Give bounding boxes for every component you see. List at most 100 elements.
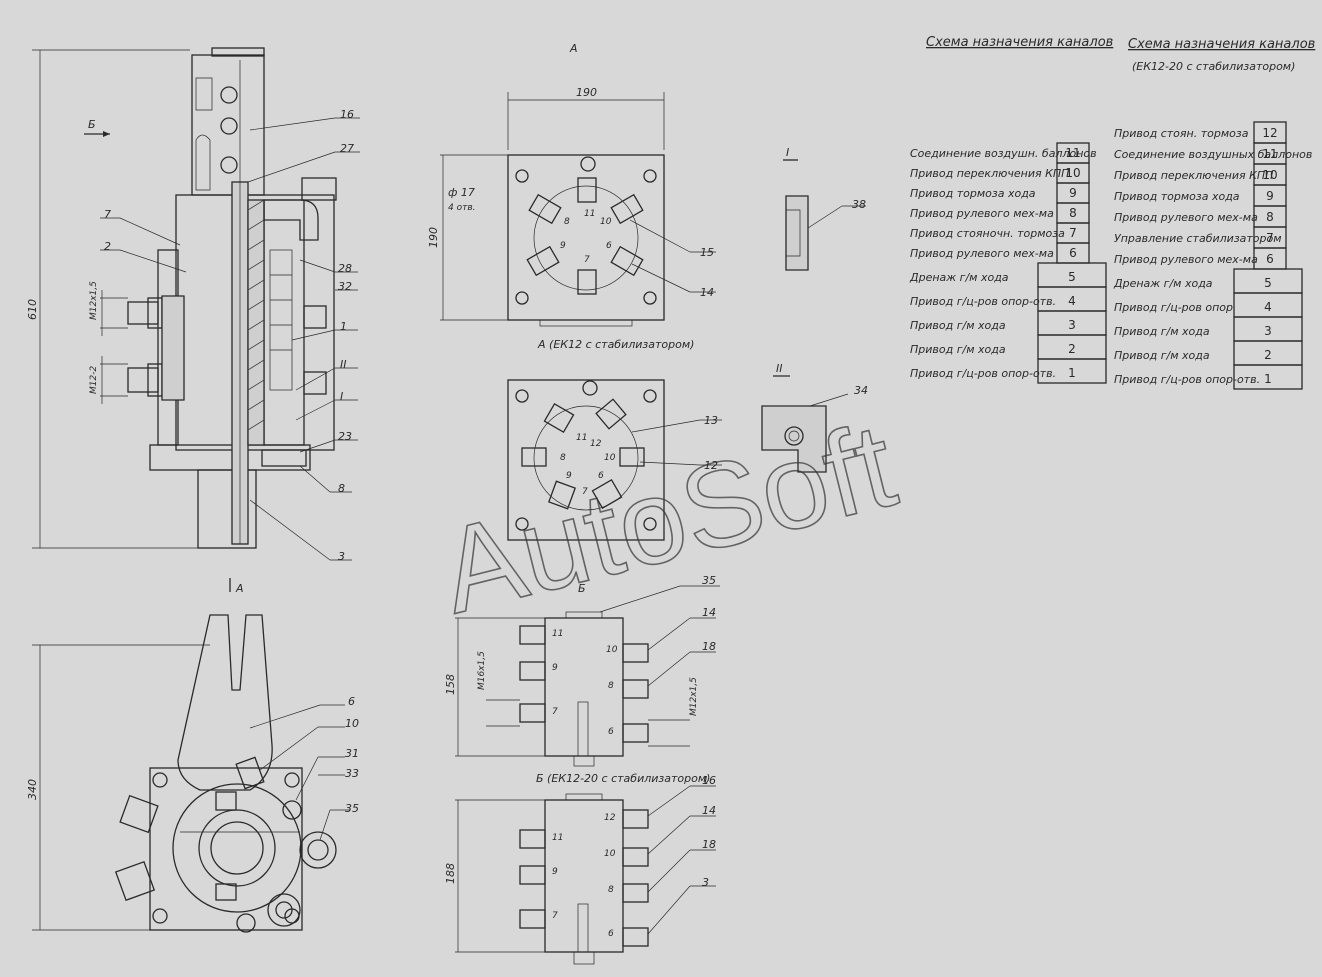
table-left-title: Схема назначения каналов bbox=[926, 35, 1113, 50]
table-right-title: Схема назначения каналов bbox=[1128, 37, 1315, 52]
right-channel-name: Привод г/м хода bbox=[1114, 325, 1210, 338]
callout-12: 12 bbox=[704, 459, 718, 472]
dim-190-v: 190 bbox=[427, 227, 440, 248]
dim-190-h: 190 bbox=[576, 86, 597, 99]
callout-3: 3 bbox=[338, 550, 345, 563]
view-a: А 190 190 ф 17 4 отв. 11 8 10 9 6 7 15 bbox=[427, 42, 716, 327]
port-bek-12: 12 bbox=[604, 813, 616, 823]
thread-m12x15: М12х1,5 bbox=[89, 281, 99, 320]
right-row-1: Привод г/ц-ров опор-отв. 1 bbox=[1114, 364, 1303, 390]
left-channel-number: 3 bbox=[1068, 318, 1076, 332]
callout-10: 10 bbox=[345, 717, 359, 730]
callout-1: 1 bbox=[340, 320, 347, 333]
callout-16b: 16 bbox=[702, 774, 716, 787]
port-bek-7: 7 bbox=[552, 911, 558, 921]
left-channel-name: Привод г/м хода bbox=[910, 343, 1006, 356]
port-ek-7: 7 bbox=[582, 487, 588, 497]
port-ek-6: 6 bbox=[598, 471, 604, 481]
callout-28: 28 bbox=[338, 262, 352, 275]
left-row-4: Привод г/ц-ров опор-отв.4 bbox=[910, 286, 1107, 312]
port-b-7: 7 bbox=[552, 707, 558, 717]
callout-8: 8 bbox=[338, 482, 345, 495]
detail-2-title: II bbox=[776, 362, 783, 375]
callout-35: 35 bbox=[345, 802, 359, 815]
detail-views: I 38 II 34 bbox=[761, 146, 868, 473]
left-channel-name: Привод г/м хода bbox=[910, 319, 1006, 332]
callout-15: 15 bbox=[700, 246, 714, 259]
callout-35b: 35 bbox=[702, 574, 716, 587]
right-channel-number: 1 bbox=[1264, 372, 1272, 386]
dim-188: 188 bbox=[444, 863, 457, 884]
right-channel-number: 10 bbox=[1262, 168, 1277, 182]
callout-13: 13 bbox=[704, 414, 718, 427]
callout-16: 16 bbox=[340, 108, 354, 121]
port-bek-9: 9 bbox=[552, 867, 558, 877]
port-b-11: 11 bbox=[552, 629, 563, 639]
callout-6: 6 bbox=[348, 695, 355, 708]
right-channel-name: Привод переключения КПП bbox=[1114, 169, 1273, 182]
callout-3b: 3 bbox=[702, 876, 709, 889]
port-a-9: 9 bbox=[560, 241, 566, 251]
port-b-8: 8 bbox=[608, 681, 614, 691]
left-row-3: Привод г/м хода 3 bbox=[910, 310, 1107, 336]
right-channel-name: Привод г/ц-ров опор-отв. bbox=[1114, 373, 1260, 386]
callout-detail-1: I bbox=[340, 390, 343, 403]
top-view: 340 6 10 31 33 35 bbox=[26, 614, 359, 933]
view-a-ek12: А (ЕК12 с стабилизатором) 11 12 8 10 9 6… bbox=[507, 338, 722, 541]
port-bek-10: 10 bbox=[604, 849, 616, 859]
callout-14b: 14 bbox=[702, 606, 716, 619]
right-channel-number: 5 bbox=[1264, 276, 1272, 290]
right-channel-name: Привод рулевого мех-ма bbox=[1114, 253, 1258, 266]
callout-14a: 14 bbox=[700, 286, 714, 299]
left-row-1: Привод г/ц-ров опор-отв.1 bbox=[910, 358, 1107, 384]
channel-table-left: Схема назначения каналов bbox=[926, 35, 1113, 50]
thread-m12-b: М12х1,5 bbox=[689, 677, 699, 716]
port-ek-11: 11 bbox=[576, 433, 587, 443]
left-channel-name: Привод стояночн. тормоза bbox=[910, 227, 1065, 240]
right-channel-name: Привод тормоза хода bbox=[1114, 190, 1240, 203]
port-bek-8: 8 bbox=[608, 885, 614, 895]
left-channel-number: 9 bbox=[1069, 186, 1077, 200]
callout-31: 31 bbox=[345, 747, 359, 760]
left-channel-number: 2 bbox=[1068, 342, 1076, 356]
port-b-9: 9 bbox=[552, 663, 558, 673]
view-b: Б 11 9 7 10 8 6 158 М16х1,5 М12х1,5 35 1 bbox=[444, 574, 720, 767]
callout-7: 7 bbox=[104, 208, 111, 221]
callout-2: 2 bbox=[104, 240, 111, 253]
right-channel-name: Дренаж г/м хода bbox=[1113, 277, 1213, 290]
right-channel-name: Привод стоян. тормоза bbox=[1114, 127, 1249, 140]
port-bek-11: 11 bbox=[552, 833, 563, 843]
right-channel-name: Привод г/м хода bbox=[1114, 349, 1210, 362]
left-channel-name: Привод г/ц-ров опор-отв. bbox=[910, 295, 1056, 308]
port-ek-9: 9 bbox=[566, 471, 572, 481]
view-a-ek12-title: А (ЕК12 с стабилизатором) bbox=[537, 338, 694, 351]
callout-14c: 14 bbox=[702, 804, 716, 817]
dim-610: 610 bbox=[26, 299, 39, 320]
dim-158: 158 bbox=[444, 674, 457, 695]
left-channel-number: 8 bbox=[1069, 206, 1077, 220]
right-channel-name: Управление стабилизатором bbox=[1114, 232, 1282, 245]
left-channel-number: 11 bbox=[1065, 146, 1080, 160]
left-channel-number: 6 bbox=[1069, 246, 1077, 260]
left-channel-number: 10 bbox=[1065, 166, 1080, 180]
left-row-2: Привод г/м хода 2 bbox=[910, 334, 1107, 360]
left-channel-name: Привод тормоза хода bbox=[910, 187, 1036, 200]
left-channel-name: Привод переключения КПП bbox=[910, 167, 1069, 180]
right-channel-number: 11 bbox=[1262, 147, 1277, 161]
callout-detail-2: II bbox=[340, 358, 347, 371]
table-right-subtitle: (ЕК12-20 с стабилизатором) bbox=[1132, 60, 1295, 73]
port-a-11: 11 bbox=[584, 209, 595, 219]
callout-18c: 18 bbox=[702, 838, 716, 851]
detail-1-title: I bbox=[786, 146, 789, 159]
right-channel-number: 8 bbox=[1266, 210, 1274, 224]
